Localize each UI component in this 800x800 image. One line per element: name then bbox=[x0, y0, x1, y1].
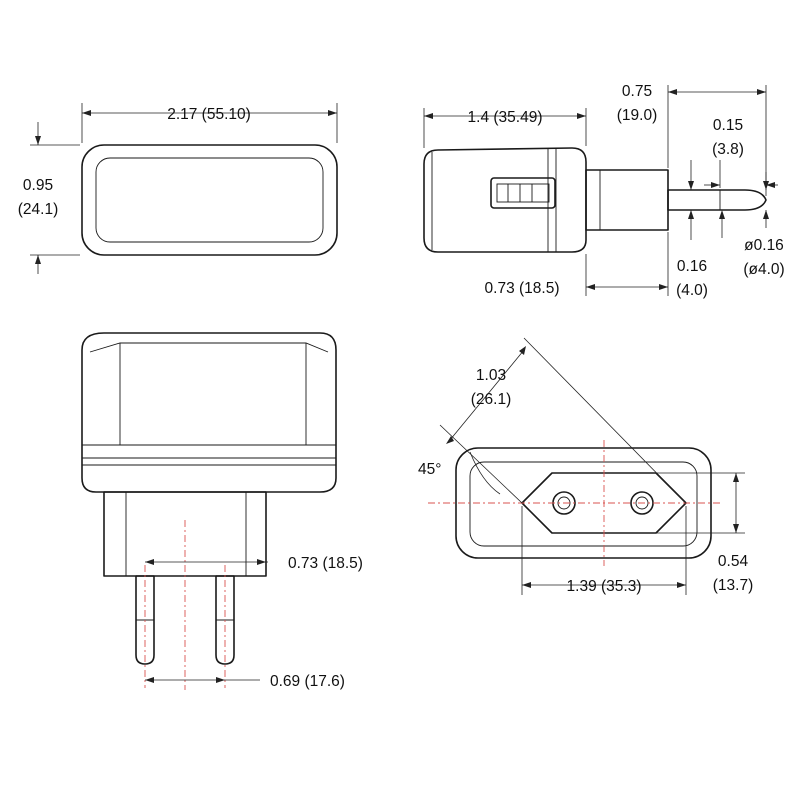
front-view-body bbox=[81, 332, 337, 493]
plug-face-view: 1.03 (26.1) 45° 1.39 (35.3) 0.54 (13.7) bbox=[418, 337, 754, 595]
side-overall-label-mm: (19.0) bbox=[617, 107, 658, 124]
side-tip-arrow-left bbox=[711, 182, 720, 188]
plug-diag-label-in: 1.03 bbox=[476, 367, 506, 384]
front-view-pin-right bbox=[215, 575, 235, 665]
plug-width-arrow-left bbox=[522, 582, 531, 588]
front-view-pin-left bbox=[135, 575, 155, 665]
front-spacing-arrow-right bbox=[216, 677, 225, 683]
side-pinlen-arrow-right bbox=[659, 284, 668, 290]
plug-height-arrow-bottom bbox=[733, 524, 739, 533]
usb-port-outline bbox=[490, 177, 556, 209]
plug-width-label: 1.39 (35.3) bbox=[567, 578, 642, 595]
side-pindia-arrow-top bbox=[719, 210, 725, 219]
top-width-label: 2.17 (55.10) bbox=[167, 106, 251, 123]
front-view-pin-housing bbox=[103, 491, 267, 577]
plug-diag-label-mm: (26.1) bbox=[471, 391, 512, 408]
top-view: 2.17 (55.10) 0.95 (24.1) bbox=[18, 103, 338, 274]
side-pinbase-arrow-bottom bbox=[688, 210, 694, 219]
side-pinbase-arrow-top bbox=[688, 181, 694, 190]
side-overall-arrow-left bbox=[668, 89, 677, 95]
side-view-pin-housing bbox=[585, 169, 669, 231]
side-view: 1.4 (35.49) 0.75 (19.0) 0.15 (3.8) 0.16 … bbox=[423, 83, 785, 299]
plug-height-arrow-top bbox=[733, 473, 739, 482]
plug-angle-arc bbox=[469, 451, 501, 495]
side-pinlen-label: 0.73 (18.5) bbox=[485, 280, 560, 297]
side-body-arrow-right bbox=[577, 113, 586, 119]
side-pinbase-label-mm: (4.0) bbox=[676, 282, 708, 299]
front-spacing-arrow-left bbox=[145, 677, 154, 683]
top-height-label-in: 0.95 bbox=[23, 177, 53, 194]
front-pinlen-label: 0.73 (18.5) bbox=[288, 555, 363, 572]
plug-height-label-mm: (13.7) bbox=[713, 577, 754, 594]
front-pinlen-arrow-right bbox=[257, 559, 266, 565]
plug-face-outline bbox=[455, 447, 712, 559]
front-view: 0.73 (18.5) 0.69 (17.6) bbox=[81, 332, 363, 690]
plug-diag-arrow-top bbox=[519, 346, 526, 355]
side-pindia-label-in: ø0.16 bbox=[744, 237, 784, 254]
side-view-pin bbox=[667, 189, 767, 211]
side-pinlen-arrow-left bbox=[586, 284, 595, 290]
top-view-outline bbox=[81, 144, 338, 256]
front-pinlen-arrow-left bbox=[145, 559, 154, 565]
side-body-label: 1.4 (35.49) bbox=[468, 109, 543, 126]
plug-diag-ext bbox=[523, 337, 687, 504]
side-pindia-arrow-right-bottom bbox=[763, 210, 769, 219]
side-tip-label-in: 0.15 bbox=[713, 117, 743, 134]
plug-diag-ext-2 bbox=[439, 424, 523, 504]
top-height-label-mm: (24.1) bbox=[18, 201, 59, 218]
side-pindia-label-mm: (ø4.0) bbox=[743, 261, 784, 278]
side-pinbase-label-in: 0.16 bbox=[677, 258, 707, 275]
front-spacing-label: 0.69 (17.6) bbox=[270, 673, 345, 690]
plug-angle-label: 45° bbox=[418, 461, 441, 478]
usb-port bbox=[490, 177, 556, 209]
top-view-inner-face bbox=[95, 157, 324, 243]
side-overall-label-in: 0.75 bbox=[622, 83, 652, 100]
top-width-arrow-left bbox=[82, 110, 91, 116]
plug-diag-arrow-bottom bbox=[446, 436, 454, 444]
side-overall-arrow-right bbox=[757, 89, 766, 95]
usb-port-tongue bbox=[496, 183, 550, 203]
plug-height-label-in: 0.54 bbox=[718, 553, 749, 570]
top-height-arrow-bottom bbox=[35, 255, 41, 264]
plug-face-inner bbox=[469, 461, 698, 547]
side-tip-label-mm: (3.8) bbox=[712, 141, 744, 158]
plug-diag-dim-line bbox=[449, 349, 525, 441]
top-width-arrow-right bbox=[328, 110, 337, 116]
side-pindia-arrow-right bbox=[763, 181, 769, 190]
side-body-arrow-left bbox=[424, 113, 433, 119]
top-height-arrow-top bbox=[35, 136, 41, 145]
front-view-top-edge bbox=[89, 342, 329, 353]
plug-width-arrow-right bbox=[677, 582, 686, 588]
side-view-body bbox=[423, 147, 587, 253]
